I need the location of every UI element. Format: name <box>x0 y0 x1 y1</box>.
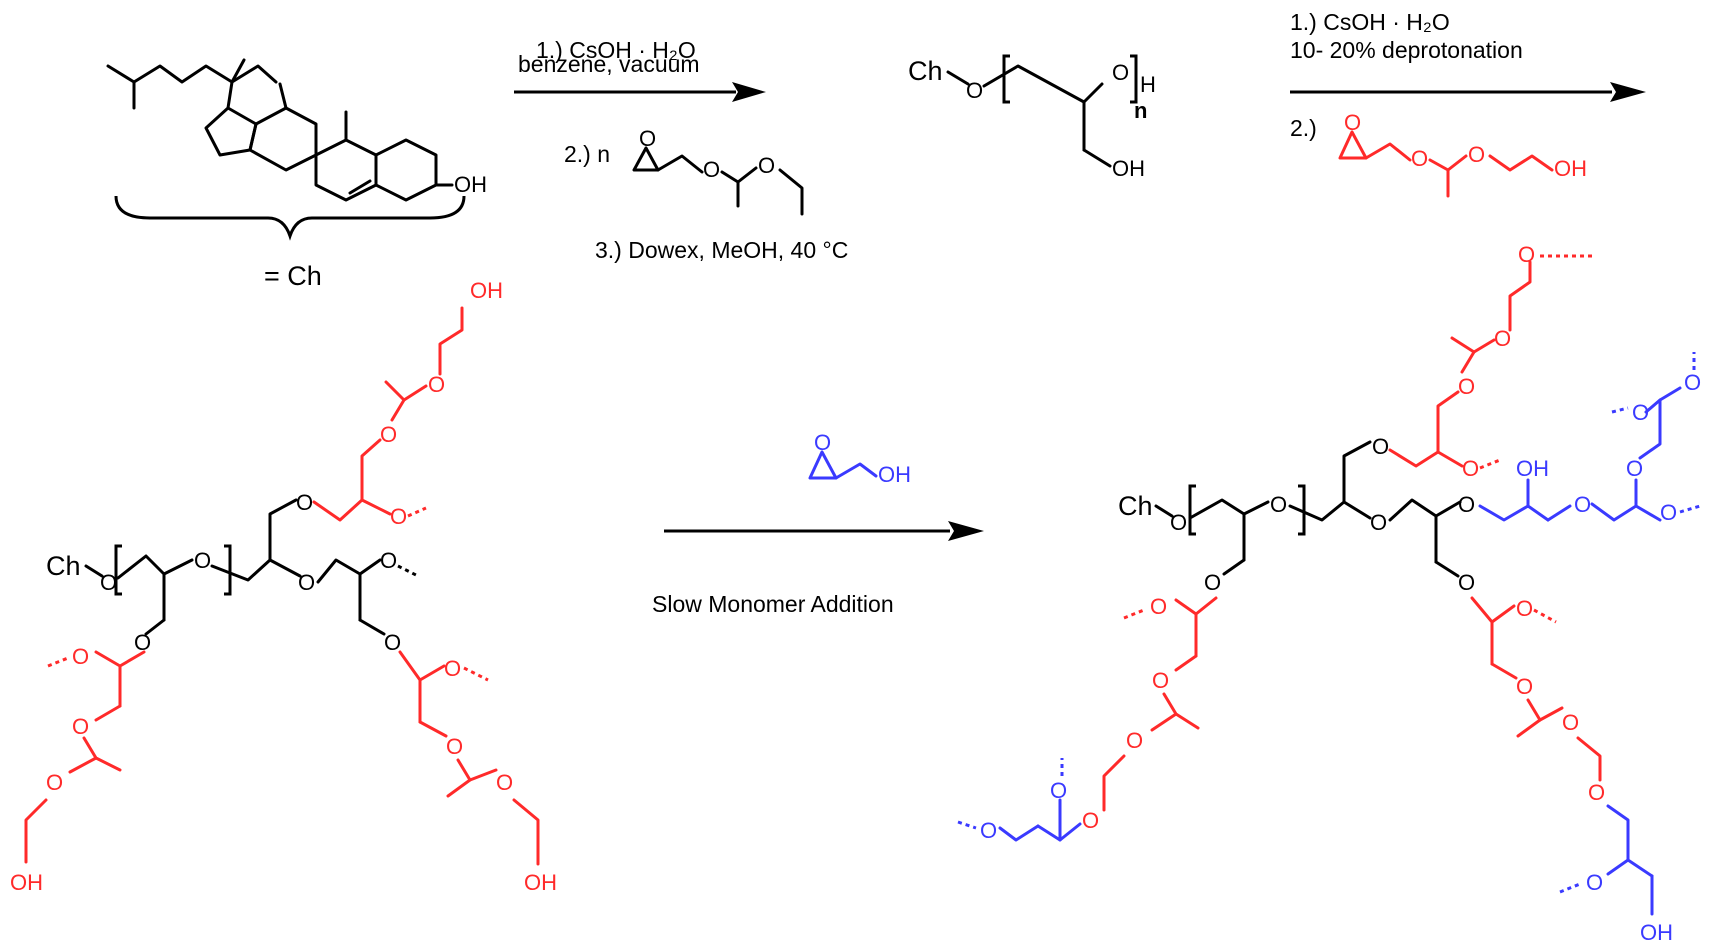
svg-text:O: O <box>100 570 117 595</box>
svg-text:O: O <box>446 734 463 759</box>
svg-text:O: O <box>1411 146 1428 171</box>
svg-text:Ch: Ch <box>46 551 81 581</box>
svg-text:O: O <box>1684 370 1701 395</box>
svg-text:Ch: Ch <box>908 56 943 86</box>
svg-text:O: O <box>296 490 313 515</box>
step3-arrow <box>664 521 984 541</box>
cholesterol-abbreviation: = Ch <box>264 261 322 291</box>
svg-text:O: O <box>1494 326 1511 351</box>
svg-text:O: O <box>1150 594 1167 619</box>
svg-text:O: O <box>1660 500 1677 525</box>
svg-text:O: O <box>1152 668 1169 693</box>
svg-text:O: O <box>1082 808 1099 833</box>
svg-text:O: O <box>1344 110 1361 135</box>
svg-text:O: O <box>1458 570 1475 595</box>
step1-solvent: benzene, vacuum <box>518 51 700 77</box>
svg-text:O: O <box>444 656 461 681</box>
svg-text:O: O <box>1126 728 1143 753</box>
svg-text:O: O <box>1050 778 1067 803</box>
svg-text:O: O <box>380 422 397 447</box>
svg-text:O: O <box>72 714 89 739</box>
svg-text:O: O <box>46 770 63 795</box>
step2-arrow <box>1290 82 1646 102</box>
cholesterol-hydroxyl: OH <box>454 172 487 197</box>
svg-text:OH: OH <box>470 278 503 303</box>
svg-text:O: O <box>1516 674 1533 699</box>
hyperbranched-product-structure: Ch O O O O O O O OH O O O O O <box>957 242 1701 945</box>
svg-text:O: O <box>1370 510 1387 535</box>
branched-intermediate-structure: Ch O O O O O O O O O O OH O <box>10 278 557 895</box>
svg-text:O: O <box>1372 434 1389 459</box>
svg-text:OH: OH <box>524 870 557 895</box>
svg-text:O: O <box>1562 710 1579 735</box>
svg-text:O: O <box>1626 456 1643 481</box>
svg-text:O: O <box>390 504 407 529</box>
svg-text:OH: OH <box>1112 156 1145 181</box>
svg-text:O: O <box>1458 374 1475 399</box>
svg-text:OH: OH <box>878 462 911 487</box>
svg-text:O: O <box>428 372 445 397</box>
svg-text:O: O <box>1458 492 1475 517</box>
svg-text:O: O <box>703 157 720 182</box>
hydroxy-monomer-structure: O O O OH <box>1338 110 1587 198</box>
svg-text:OH: OH <box>1516 456 1549 481</box>
svg-text:O: O <box>1462 456 1479 481</box>
svg-text:O: O <box>1574 492 1591 517</box>
cholesterol-structure: OH <box>106 58 487 202</box>
svg-text:OH: OH <box>1554 156 1587 181</box>
svg-text:O: O <box>1516 596 1533 621</box>
svg-text:O: O <box>1270 492 1287 517</box>
svg-text:O: O <box>496 770 513 795</box>
svg-text:O: O <box>1586 870 1603 895</box>
svg-text:O: O <box>758 153 775 178</box>
step1-reagent-1: 1.) CsOH · H₂O <box>536 37 696 63</box>
svg-text:O: O <box>1588 780 1605 805</box>
svg-text:O: O <box>639 126 656 151</box>
svg-text:O: O <box>384 630 401 655</box>
svg-text:OH: OH <box>10 870 43 895</box>
svg-text:O: O <box>380 548 397 573</box>
cholesterol-brace <box>114 195 466 241</box>
svg-text:O: O <box>194 548 211 573</box>
svg-text:OH: OH <box>1640 920 1673 945</box>
svg-text:O: O <box>1170 510 1187 535</box>
svg-text:O: O <box>134 630 151 655</box>
eege-monomer-structure: O O O <box>632 126 804 216</box>
step3-glycidol-structure: O OH <box>808 430 911 487</box>
svg-text:H: H <box>1140 72 1156 97</box>
svg-text:O: O <box>298 570 315 595</box>
svg-text:O: O <box>966 78 983 103</box>
step1-monomer-prefix: 2.) n <box>564 141 610 167</box>
svg-text:Ch: Ch <box>1118 491 1153 521</box>
step3-label: Slow Monomer Addition <box>652 591 894 617</box>
step2-reagent-1: 1.) CsOH · H₂O <box>1290 9 1450 35</box>
svg-text:n: n <box>1134 98 1147 123</box>
svg-text:O: O <box>1468 142 1485 167</box>
step2-monomer-prefix: 2.) <box>1290 115 1317 141</box>
svg-text:O: O <box>980 818 997 843</box>
svg-text:O: O <box>1518 242 1535 267</box>
svg-text:O: O <box>1204 570 1221 595</box>
svg-text:O: O <box>1632 400 1649 425</box>
linear-polyglycerol-structure: Ch O O H n OH <box>908 54 1156 181</box>
step1-arrow <box>514 82 766 102</box>
svg-text:O: O <box>72 644 89 669</box>
svg-text:O: O <box>814 430 831 455</box>
step2-deprotonation: 10- 20% deprotonation <box>1290 37 1523 63</box>
svg-text:O: O <box>1112 60 1129 85</box>
step1-deprotection: 3.) Dowex, MeOH, 40 °C <box>595 237 848 263</box>
